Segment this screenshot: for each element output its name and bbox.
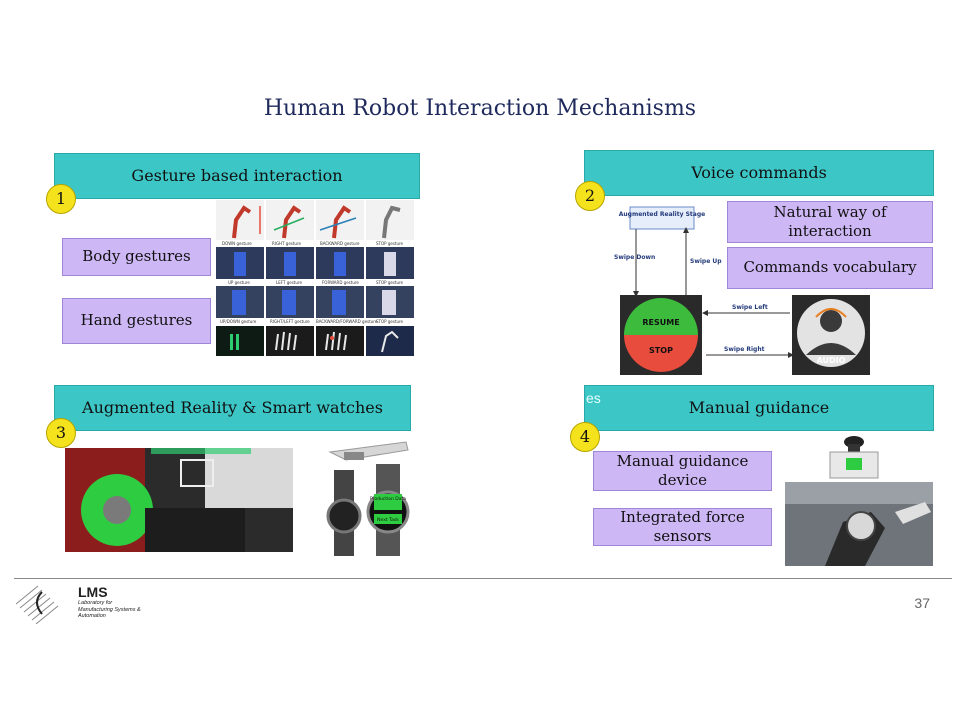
lms-logo-icon: [15, 585, 59, 625]
caption-backward: BACKWARD gesture: [320, 241, 360, 246]
stop-button: STOP: [649, 346, 673, 355]
swipe-right-label: Swipe Right: [724, 346, 765, 353]
integrated-force-sensors-label: Integrated force sensors: [593, 508, 772, 546]
natural-way-label: Natural way of interaction: [727, 201, 933, 243]
watch-production-data: Production Data: [370, 496, 406, 502]
manual-guidance-header: Manual guidance: [584, 385, 934, 431]
caption-forward: FORWARD gesture: [322, 280, 359, 285]
gesture-header: Gesture based interaction: [54, 153, 420, 199]
gesture-images: DOWN gesture RIGHT gesture BACKWARD gest…: [216, 200, 414, 356]
manual-guidance-device-label: Manual guidance device: [593, 451, 772, 491]
badge-2: 2: [575, 181, 605, 211]
voice-command-diagram: Augmented Reality Stage Swipe Down Swipe…: [610, 205, 875, 377]
ar-smartwatch-header: Augmented Reality & Smart watches: [54, 385, 411, 431]
watch-next-task: Next Task: [377, 517, 399, 523]
swipe-left-label: Swipe Left: [732, 304, 768, 311]
swipe-down-label: Swipe Down: [614, 254, 655, 261]
guidance-device-image: [824, 434, 884, 484]
caption-stop-2: STOP gesture: [376, 280, 404, 285]
hand-gestures-label: Hand gestures: [62, 298, 211, 344]
caption-right: RIGHT gesture: [272, 241, 302, 246]
swipe-up-label: Swipe Up: [690, 258, 722, 265]
caption-down: DOWN gesture: [222, 241, 252, 246]
ar-wheel-photo: [65, 448, 293, 552]
caption-updown: UP/DOWN gesture: [220, 319, 257, 324]
ar-stage-label: Augmented Reality Stage: [619, 211, 705, 218]
lms-logo: LMS Laboratory for Manufacturing Systems…: [15, 582, 146, 625]
footer-divider: [14, 578, 952, 579]
caption-backforward: BACKWARD/FORWARD gesture: [316, 319, 378, 324]
badge-1: 1: [46, 184, 76, 214]
overlap-text: es: [586, 390, 601, 406]
body-gesture-images-2: [216, 286, 414, 318]
caption-left: LEFT gesture: [276, 280, 302, 285]
audio-label: AUDIO: [817, 356, 846, 365]
hand-gesture-images: [216, 326, 414, 356]
page-number: 37: [914, 595, 930, 611]
commands-vocabulary-label: Commands vocabulary: [727, 247, 933, 289]
caption-stop-1: STOP gesture: [376, 241, 404, 246]
voice-header: Voice commands: [584, 150, 934, 196]
lms-logo-subtitle: Laboratory for Manufacturing Systems & A…: [78, 600, 141, 619]
lms-logo-text: LMS: [78, 584, 108, 600]
slide-title: Human Robot Interaction Mechanisms: [263, 96, 697, 121]
robot-force-photo: [785, 482, 933, 566]
caption-rightleft: RIGHT/LEFT gesture: [270, 319, 310, 324]
body-gestures-label: Body gestures: [62, 238, 211, 276]
smart-glasses-watches: Production Data Next Task: [326, 436, 412, 558]
caption-stop-3: STOP gesture: [376, 319, 404, 324]
body-gesture-images: [216, 247, 414, 279]
caption-up: UP gesture: [228, 280, 250, 285]
robot-arm-images: [216, 200, 414, 240]
resume-button: RESUME: [642, 318, 679, 327]
badge-4: 4: [570, 422, 600, 452]
badge-3: 3: [46, 418, 76, 448]
